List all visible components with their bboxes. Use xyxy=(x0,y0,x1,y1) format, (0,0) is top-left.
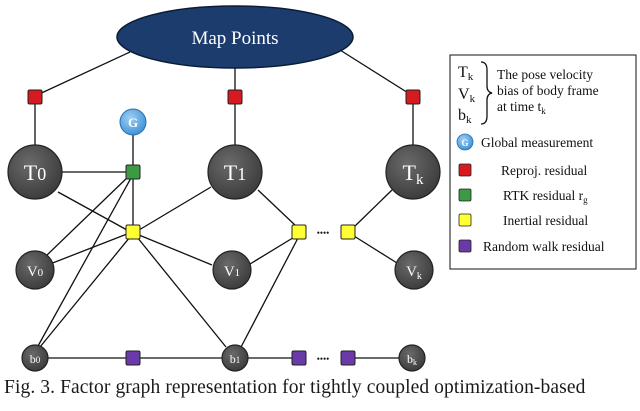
legend-global-icon xyxy=(456,133,474,151)
legend-state-b: bk xyxy=(458,107,472,126)
svg-text:Tk: Tk xyxy=(403,160,424,188)
global-node-label: G xyxy=(128,115,138,130)
velocity-node-vk: Vk xyxy=(394,250,434,290)
map-points-label: Map Points xyxy=(191,28,278,49)
random-walk-factor-1 xyxy=(125,350,141,366)
bias-b1-sub: 1 xyxy=(236,355,241,365)
velocity-v1-main: V xyxy=(224,264,235,280)
velocity-vk-sub: k xyxy=(417,271,422,282)
legend-state-desc-3: at time tk xyxy=(497,99,546,116)
legend-state-desc-2: bias of body frame xyxy=(497,83,599,98)
legend-reproj-swatch xyxy=(458,163,472,177)
pose-t1-sub: 1 xyxy=(237,164,246,184)
svg-text:bk: bk xyxy=(407,352,417,367)
svg-text:V1: V1 xyxy=(224,264,240,280)
svg-text:V0: V0 xyxy=(27,264,44,280)
reproj-factors xyxy=(27,89,421,105)
edge-map-reproj-k xyxy=(339,49,414,97)
legend-random-walk-swatch xyxy=(458,239,472,253)
svg-text:b1: b1 xyxy=(230,352,241,366)
pose-tk-main: T xyxy=(403,160,417,185)
edge-v0-rtk xyxy=(45,175,130,257)
map-points-node: Map Points xyxy=(116,5,354,69)
legend-random-walk-text: Random walk residual xyxy=(483,239,605,254)
legend-inertial-swatch xyxy=(458,213,472,227)
legend-brace xyxy=(480,61,493,125)
edge-t1-inertial2 xyxy=(257,189,297,227)
rtk-factor xyxy=(125,164,141,180)
bias-b0-main: b xyxy=(30,352,36,366)
legend-border xyxy=(449,54,637,270)
ellipsis-inertial: •••• xyxy=(317,228,330,238)
bias-node-b1: b1 xyxy=(221,344,249,372)
velocity-v1-sub: 1 xyxy=(235,267,241,279)
velocity-v0-main: V xyxy=(27,264,38,280)
legend-state-desc-1: The pose velocity xyxy=(497,67,593,82)
edge-inertial3-vk xyxy=(353,235,398,264)
pose-tk-sub: k xyxy=(416,172,424,188)
inertial-factor-1 xyxy=(125,224,141,240)
pose-node-t0: T0 xyxy=(7,144,63,200)
graph-edges xyxy=(34,49,414,359)
pose-node-t1: T1 xyxy=(207,144,263,200)
pose-t0-main: T xyxy=(24,160,38,185)
edge-v0-inertial xyxy=(49,233,128,265)
inertial-factor-3 xyxy=(340,224,356,240)
global-node: G xyxy=(119,108,147,136)
bias-bk-sub: k xyxy=(413,358,417,367)
edge-inertial-b1 xyxy=(136,236,227,348)
svg-text:Vk: Vk xyxy=(406,264,422,282)
velocity-vk-main: V xyxy=(406,264,417,280)
reproj-factor-0 xyxy=(27,89,43,105)
velocity-v0-sub: 0 xyxy=(38,267,44,279)
bias-b1-main: b xyxy=(230,352,236,366)
legend-inertial-text: Inertial residual xyxy=(503,213,588,228)
pose-node-tk: Tk xyxy=(385,144,441,200)
legend-rtk-swatch xyxy=(458,188,472,202)
legend-rtk-text: RTK residual rg xyxy=(503,188,588,205)
legend-state-v: Vk xyxy=(458,86,476,105)
pose-t0-sub: 0 xyxy=(37,164,46,184)
edge-b0-rtk xyxy=(37,177,132,347)
velocity-node-v1: V1 xyxy=(212,250,252,290)
inertial-factor-2 xyxy=(291,224,307,240)
random-walk-factors xyxy=(125,350,356,366)
svg-text:T0: T0 xyxy=(24,160,46,185)
pose-t1-main: T xyxy=(224,160,238,185)
edge-b1-inertial2 xyxy=(239,237,299,350)
legend-state-t: Tk xyxy=(458,64,474,83)
reproj-factor-k xyxy=(405,89,421,105)
inertial-factors xyxy=(125,224,356,240)
reproj-factor-1 xyxy=(227,89,243,105)
legend-reproj-text: Reproj. residual xyxy=(501,163,587,178)
bias-node-b0: b0 xyxy=(21,344,49,372)
velocity-node-v0: V0 xyxy=(15,250,55,290)
svg-text:T1: T1 xyxy=(224,160,246,185)
legend-global-text: Global measurement xyxy=(481,135,593,150)
edge-b0-inertial xyxy=(39,236,131,348)
random-walk-factor-3 xyxy=(340,350,356,366)
random-walk-factor-2 xyxy=(291,350,307,366)
svg-text:b0: b0 xyxy=(30,352,41,366)
legend: Tk Vk bk The pose velocity bias of body … xyxy=(449,54,637,270)
legend-global-icon-label: G xyxy=(461,138,468,148)
edge-inertial3-tk xyxy=(353,189,393,228)
bias-bk-main: b xyxy=(407,352,413,366)
edge-inertial-v1 xyxy=(138,234,213,266)
ellipsis-random-walk: •••• xyxy=(317,354,330,364)
bias-node-bk: bk xyxy=(398,344,426,372)
edge-v1-inertial2 xyxy=(249,235,297,265)
edge-inertial-t1 xyxy=(138,186,212,231)
edge-map-reproj-0 xyxy=(34,51,131,97)
bias-b0-sub: 0 xyxy=(36,355,41,365)
figure-caption: Fig. 3. Factor graph representation for … xyxy=(4,377,586,398)
